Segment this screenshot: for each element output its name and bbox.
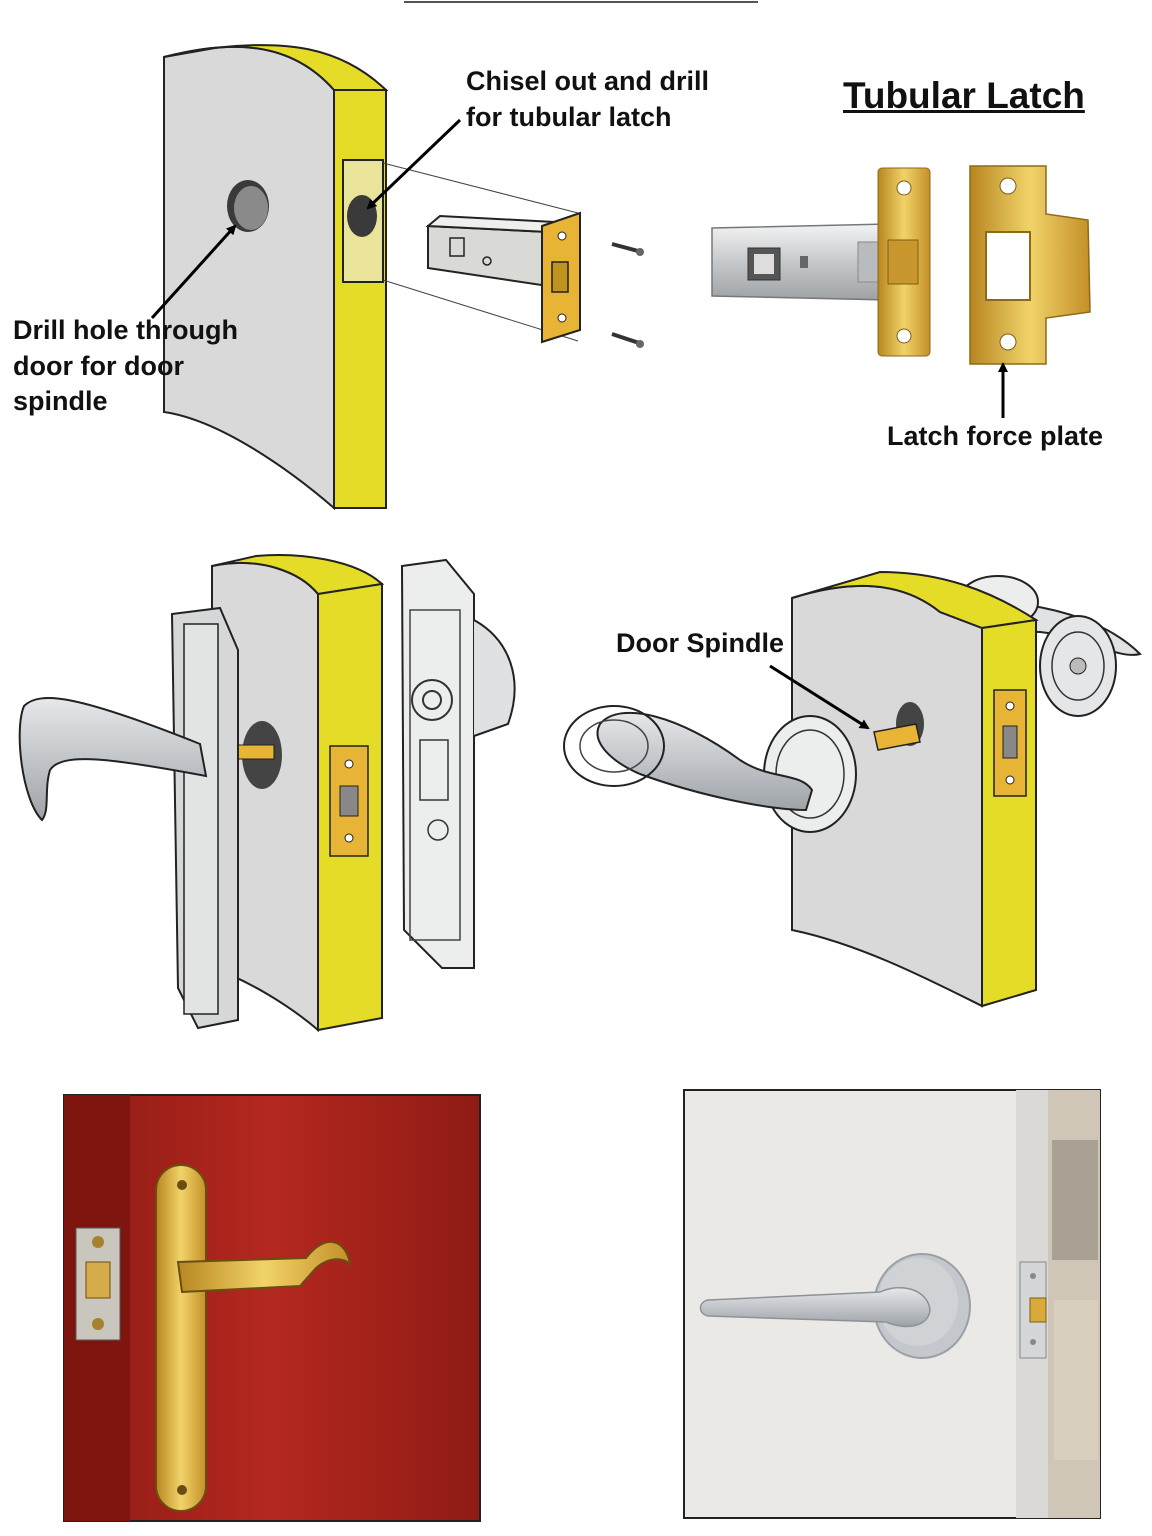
photo-red-door-lever	[63, 1094, 481, 1522]
photo-white-door-lever	[683, 1089, 1101, 1519]
screw-icon	[611, 242, 644, 256]
rose-lever-exploded-diagram	[563, 570, 1142, 1008]
lever-handle	[18, 697, 208, 822]
tubular-latch-photo	[711, 165, 1091, 418]
label-latch-force-plate: Latch force plate	[887, 421, 1104, 451]
tubular-latch-drawing	[425, 211, 581, 344]
page-title: Tubular Latch	[843, 75, 1085, 116]
label-chisel-and-drill: Chisel out and drill for tubular latch	[466, 66, 710, 132]
door-edge	[333, 89, 387, 509]
arrow-to-spindle-hole	[150, 224, 237, 320]
screw-icon	[611, 332, 644, 348]
arrow-to-spindle	[769, 664, 870, 730]
label-drill-spindle-hole: Drill hole through door for door spindle	[13, 315, 238, 417]
label-door-spindle: Door Spindle	[616, 628, 784, 658]
latch-hole	[347, 195, 377, 237]
door-spindle	[873, 723, 921, 751]
backplate-lever-exploded-diagram	[18, 554, 516, 1033]
arrow-to-latch-hole	[366, 118, 462, 210]
door-drilling-diagram	[150, 44, 644, 511]
